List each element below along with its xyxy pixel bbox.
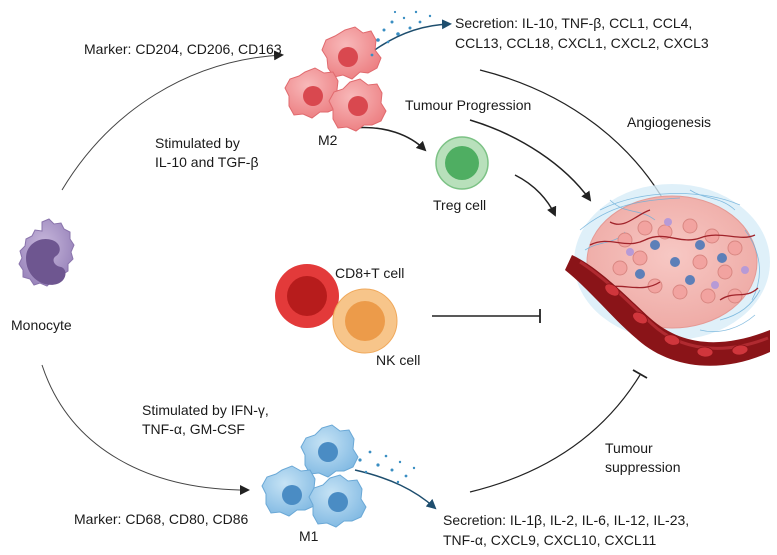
m2-secretion-dots [370, 10, 432, 57]
m2-macrophage-cluster [284, 26, 387, 132]
tumour-suppression-line1: Tumour [605, 440, 653, 456]
m2-secretion-arrow [371, 19, 452, 53]
monocyte-cell [18, 218, 75, 287]
tumor-illustration [565, 184, 770, 366]
m2-to-treg-arrow [351, 126, 427, 152]
tumour-suppression-curve [469, 374, 641, 493]
m2-marker-text: Marker: CD204, CD206, CD163 [84, 41, 282, 57]
m1-secretion-dots [358, 450, 416, 484]
suppression-inhibition-bar [632, 369, 648, 379]
tumour-progression-text: Tumour Progression [405, 97, 532, 113]
m1-marker-text: Marker: CD68, CD80, CD86 [74, 511, 249, 527]
m1-macrophage-cluster [261, 424, 367, 528]
m1-stimulated-line2: TNF-α, GM-CSF [142, 421, 245, 437]
m2-stimulated-line1: Stimulated by [155, 135, 240, 151]
treg-to-tumor-arrow [514, 174, 557, 217]
cd8-label: CD8+T cell [335, 265, 405, 281]
monocyte-to-m1-arc [41, 364, 250, 495]
m1-secretion-arrow [354, 469, 437, 510]
m1-label: M1 [299, 528, 319, 544]
angiogenesis-text: Angiogenesis [627, 114, 712, 130]
tumour-suppression-line2: suppression [605, 459, 681, 475]
monocyte-label: Monocyte [11, 317, 72, 333]
m1-secretion-line1: Secretion: IL-1β, IL-2, IL-6, IL-12, IL-… [443, 512, 690, 528]
treg-cell [435, 136, 489, 190]
cd8-t-cell [275, 264, 339, 328]
monocyte-to-m2-arc [61, 50, 284, 191]
m2-stimulated-line2: IL-10 and TGF-β [155, 154, 259, 170]
nk-cell [332, 288, 398, 354]
m2-secretion-line2: CCL13, CCL18, CXCL1, CXCL2, CXCL3 [455, 35, 709, 51]
nk-label: NK cell [376, 352, 421, 368]
tumour-progression-arrow [469, 119, 592, 202]
m2-secretion-line1: Secretion: IL-10, TNF-β, CCL1, CCL4, [455, 15, 693, 31]
m1-secretion-line2: TNF-α, CXCL9, CXCL10, CXCL11 [443, 532, 657, 548]
treg-label: Treg cell [433, 197, 487, 213]
m2-label: M2 [318, 132, 338, 148]
m1-stimulated-line1: Stimulated by IFN-γ, [142, 402, 269, 418]
